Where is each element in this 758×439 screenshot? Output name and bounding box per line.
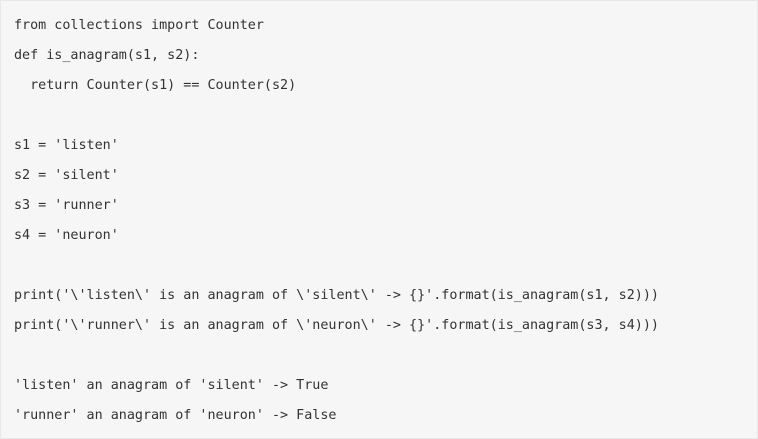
code-line-return: return Counter(s1) == Counter(s2) [14,78,297,93]
code-line-blank [14,341,757,371]
output-line-1: 'listen' an anagram of 'silent' -> True [14,378,329,393]
code-line-blank [14,101,757,131]
code-line-blank [14,251,757,281]
code-line-print-1: print('\'listen\' is an anagram of \'sil… [14,288,659,303]
code-line-s4: s4 = 'neuron' [14,228,119,243]
output-line-2: 'runner' an anagram of 'neuron' -> False [14,408,337,423]
code-line-import: from collections import Counter [14,18,264,33]
code-line-s1: s1 = 'listen' [14,138,119,153]
code-line-def: def is_anagram(s1, s2): [14,48,200,63]
code-line-s2: s2 = 'silent' [14,168,119,183]
code-line-s3: s3 = 'runner' [14,198,119,213]
code-line-print-2: print('\'runner\' is an anagram of \'neu… [14,318,659,333]
